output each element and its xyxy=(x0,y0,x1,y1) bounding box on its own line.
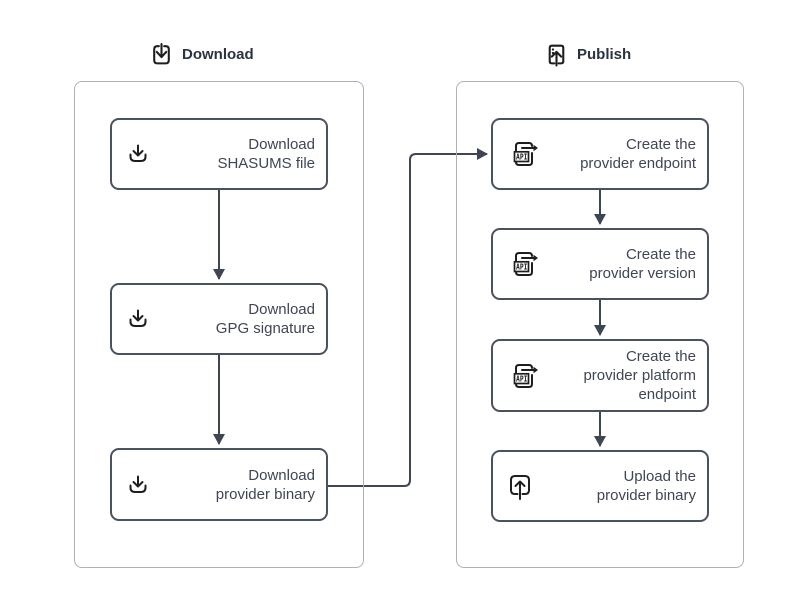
publish-group-header: Publish xyxy=(544,41,631,67)
node-create-provider-endpoint: API Create the provider endpoint xyxy=(491,118,709,190)
api-icon: API xyxy=(507,248,545,280)
download-tray-icon xyxy=(126,307,164,331)
svg-text:API: API xyxy=(516,263,528,272)
svg-text:API: API xyxy=(516,153,528,162)
download-group-container xyxy=(74,81,364,568)
svg-text:API: API xyxy=(516,374,528,383)
node-label: Create the provider endpoint xyxy=(580,136,696,172)
api-icon: API xyxy=(507,360,545,392)
node-label: Download SHASUMS file xyxy=(217,136,315,172)
node-download-gpg-signature: Download GPG signature xyxy=(110,283,328,355)
node-label: Download GPG signature xyxy=(215,301,315,337)
download-tray-icon xyxy=(126,142,164,166)
download-group-header: Download xyxy=(149,41,254,67)
node-label: Create the provider platform endpoint xyxy=(583,348,696,403)
node-label: Download provider binary xyxy=(215,466,315,503)
node-download-shasums-file: Download SHASUMS file xyxy=(110,118,328,190)
node-label: Upload the provider binary xyxy=(596,468,696,504)
upload-icon xyxy=(507,472,545,500)
node-download-provider-binary: Download provider binary xyxy=(110,448,328,521)
node-create-provider-platform-endpoint: API Create the provider platform endpoin… xyxy=(491,339,709,412)
node-upload-provider-binary: Upload the provider binary xyxy=(491,450,709,522)
group-header-label: Publish xyxy=(577,45,632,63)
node-create-provider-version: API Create the provider version xyxy=(491,228,709,300)
group-header-label: Download xyxy=(182,45,254,63)
publish-group-container xyxy=(456,81,744,568)
download-box-icon xyxy=(149,42,174,67)
api-icon: API xyxy=(507,138,545,170)
download-tray-icon xyxy=(126,473,164,497)
node-label: Create the provider version xyxy=(589,246,696,282)
publish-box-icon xyxy=(544,42,569,67)
